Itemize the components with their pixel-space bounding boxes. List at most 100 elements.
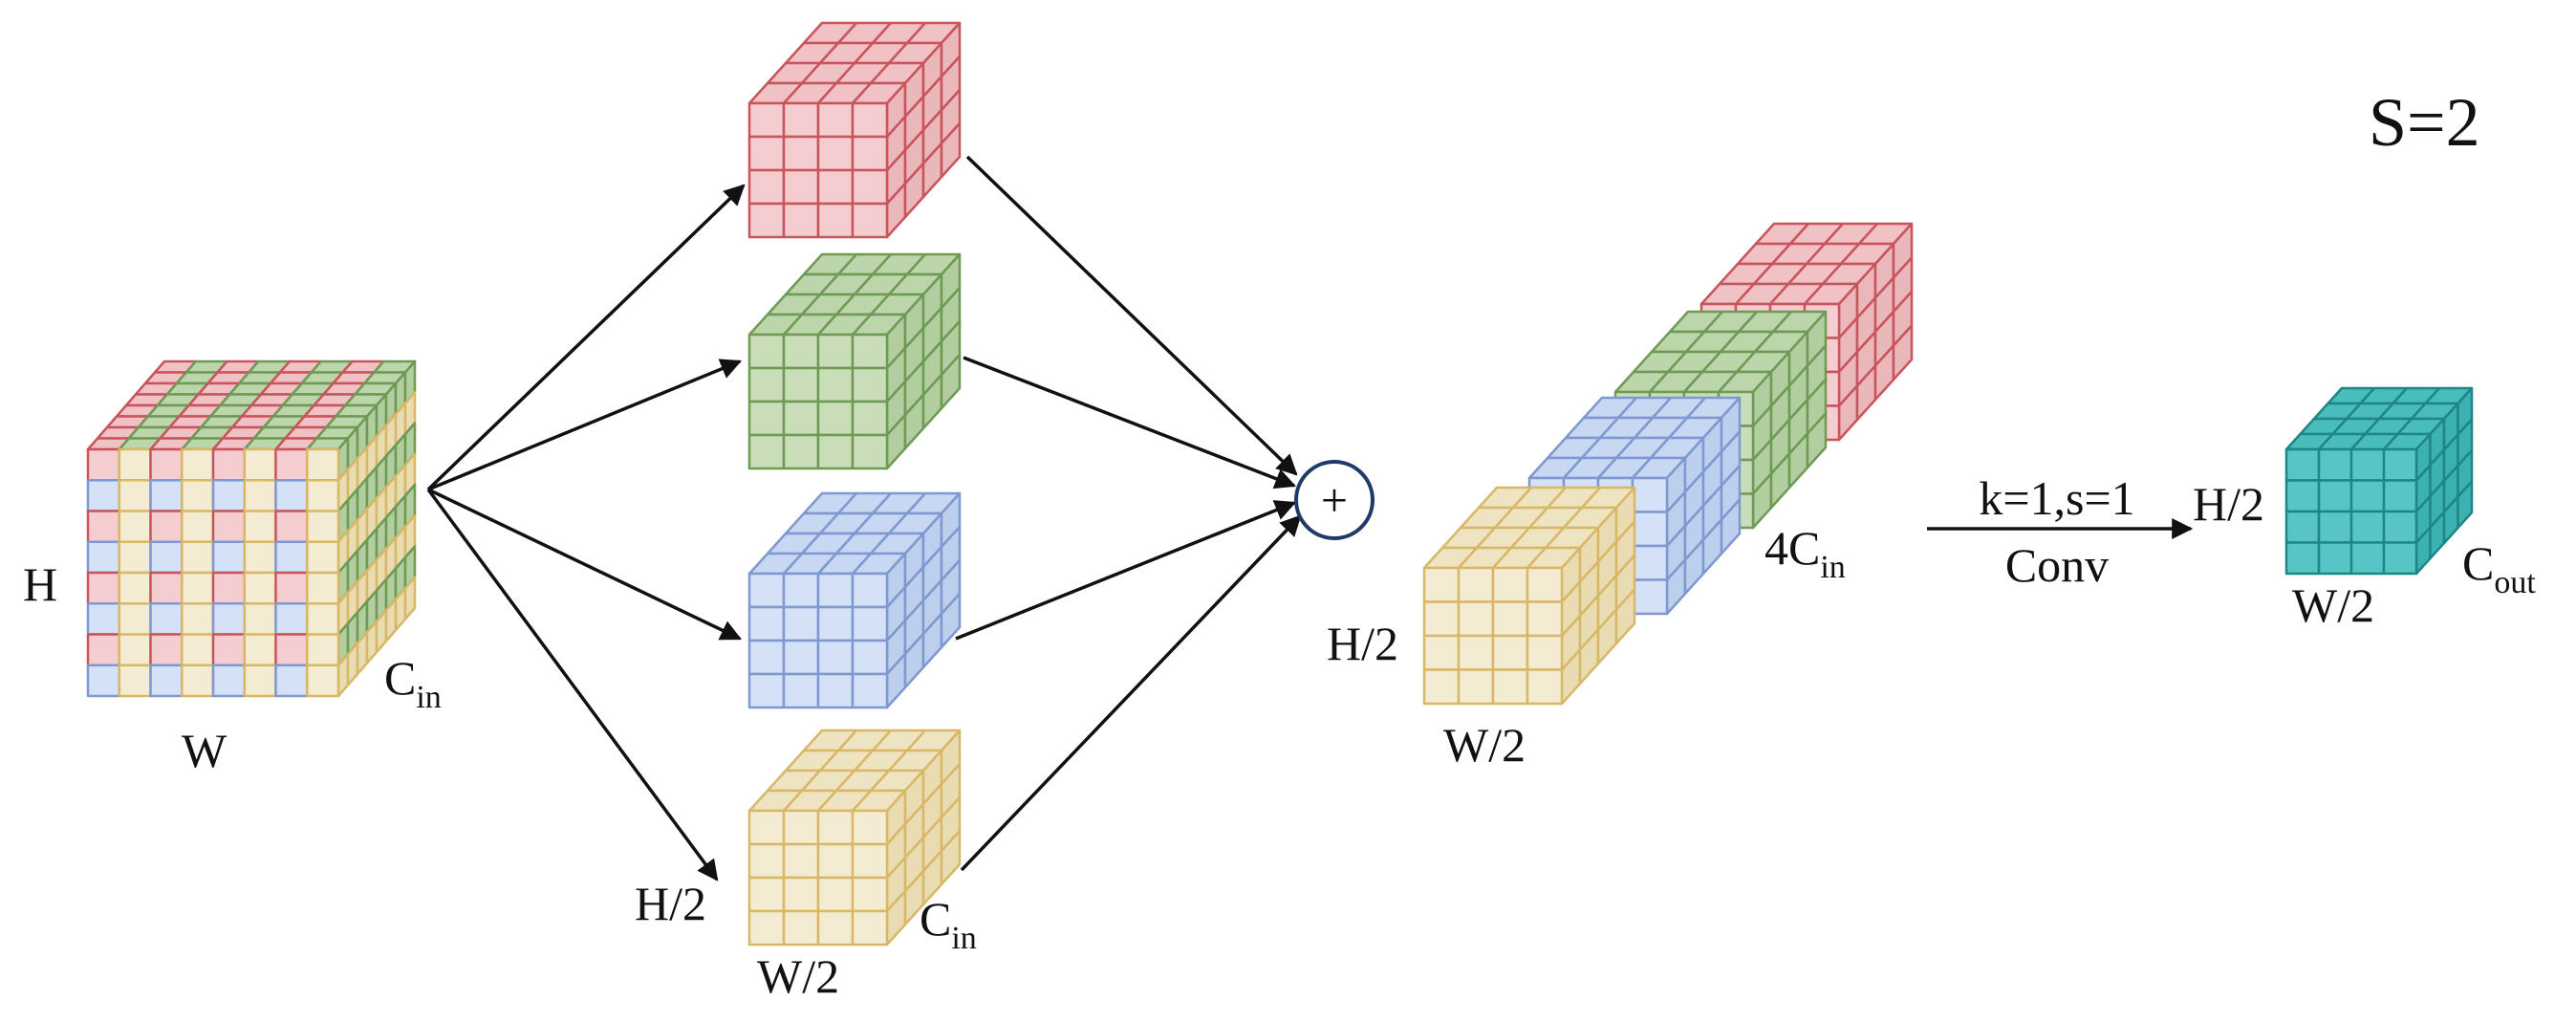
output-cube-front-cell xyxy=(2284,541,2321,576)
slice-cube-blue-front-cell xyxy=(816,672,855,709)
concat-circle xyxy=(1294,460,1375,540)
slice-cube-yellow-front-cell xyxy=(747,909,786,947)
input-cube-front-cell xyxy=(118,479,152,512)
slice-cube-blue-front-cell xyxy=(747,639,786,676)
slice-cube-yellow-front-cell xyxy=(851,809,889,846)
slice-cube-blue-front-cell xyxy=(782,605,820,642)
slice-cube-green-front-cell xyxy=(782,366,820,403)
input-cube-front-cell xyxy=(149,479,184,512)
slice-cube-red-front-cell xyxy=(782,168,820,206)
slice-cube-green-front-cell xyxy=(816,433,855,470)
concat-cube-blue-front-cell xyxy=(1631,511,1669,548)
concat-cube-yellow-front-cell xyxy=(1422,600,1461,638)
slice-cube-blue-front-cell xyxy=(851,605,889,642)
merge-arrow-blue xyxy=(955,500,1297,641)
slice-cube-red-front-cell xyxy=(747,202,786,239)
merge-arrow-yellow xyxy=(960,514,1302,872)
slice-cube-blue-front-cell xyxy=(816,605,855,642)
output-cube-front-cell xyxy=(2382,541,2418,576)
slice-cube-yellow-front-cell xyxy=(747,842,786,880)
input-cube-front-cell xyxy=(86,633,121,667)
input-cube-front-cell xyxy=(243,447,277,482)
input-cube-front-cell xyxy=(149,447,184,482)
concat-cube-yellow-front-cell xyxy=(1457,566,1495,603)
slice-cube-green-front-cell xyxy=(782,333,820,370)
slice-cube-green-front-cell xyxy=(747,400,786,437)
input-cube-labels: H W Cin xyxy=(23,557,442,777)
input-cube-front-cell xyxy=(306,540,340,575)
input-cube-front-cell xyxy=(86,664,121,698)
input-cube-front-cell xyxy=(274,664,309,698)
input-cube-front-cell xyxy=(243,540,277,575)
slice-cube-blue-front-cell xyxy=(782,572,820,609)
slice-cube-green-side-cell xyxy=(940,353,962,410)
concat-channel-label: 4Cin xyxy=(1764,521,1846,585)
slice-cube-red-front-cell xyxy=(747,168,786,206)
merge-arrow-red xyxy=(965,155,1298,476)
output-channel-main: C xyxy=(2462,536,2494,590)
concat-cube-yellow-front-cell xyxy=(1526,600,1564,638)
input-cube-front-cell xyxy=(243,510,277,544)
input-cube-front-cell xyxy=(211,664,247,698)
input-cube-side-cell xyxy=(403,576,417,620)
slice-cube-green-front-cell xyxy=(851,400,889,437)
merge-arrows xyxy=(955,155,1302,872)
slice-channel-sub: in xyxy=(951,921,976,956)
slice-cube-green-front-cell xyxy=(816,366,855,403)
slice-cube-yellow-front-cell xyxy=(816,876,855,913)
slice-cube-blue-front-cell xyxy=(851,572,889,609)
slice-cube-red-front-cell xyxy=(782,101,820,139)
input-cube-front-cell xyxy=(181,540,215,575)
concat-cube-yellow-front-cell xyxy=(1491,600,1529,638)
slice-cube-yellow-front-cell xyxy=(782,876,820,913)
input-cube-front-cell xyxy=(118,602,152,636)
input-width-label: W xyxy=(182,724,227,777)
slice-cube-red-front-cell xyxy=(816,168,855,206)
input-cube-front-cell xyxy=(86,510,121,544)
slice-cube-green-front-cell xyxy=(851,366,889,403)
slice-cube-red-front-cell xyxy=(782,135,820,172)
slice-cube-blue-side-cell xyxy=(940,592,962,649)
input-cube-front-cell xyxy=(118,510,152,544)
slice-cube-blue-front-cell xyxy=(747,605,786,642)
slice-cube-green-front-cell xyxy=(816,333,855,370)
output-cube-front-cell xyxy=(2382,510,2418,544)
slice-cube-blue-front-cell xyxy=(816,639,855,676)
input-cube-front-cell xyxy=(274,479,309,512)
output-cube-front-cell xyxy=(2382,447,2418,482)
slice-cube-red-front-cell xyxy=(816,135,855,172)
slice-cube-green xyxy=(747,252,962,470)
concat-symbol: + xyxy=(1321,473,1348,527)
slice-cube-green-front-cell xyxy=(782,433,820,470)
concat-cube-blue-front-cell xyxy=(1631,476,1669,513)
input-cube-front-cell xyxy=(243,664,277,698)
input-cube-front-cell xyxy=(274,540,309,575)
concat-cube-yellow-front-cell xyxy=(1457,668,1495,706)
slice-cube-yellow-front-cell xyxy=(816,842,855,880)
slice-cube-red-front-cell xyxy=(851,101,889,139)
input-cube-front-cell xyxy=(306,602,340,636)
concat-channel-main: 4C xyxy=(1764,521,1820,575)
slice-cube-yellow-front-cell xyxy=(816,909,855,947)
output-cube-front-cell xyxy=(2349,479,2386,513)
input-cube-front-cell xyxy=(149,571,184,605)
input-cube xyxy=(86,359,417,698)
output-cube-front-cell xyxy=(2284,447,2321,482)
slice-cube-red-front-cell xyxy=(851,135,889,172)
slice-cube-blue-front-cell xyxy=(816,572,855,609)
output-cube-front-cell xyxy=(2284,479,2321,513)
output-cube-front-cell xyxy=(2317,479,2353,513)
slice-channel-label: Cin xyxy=(920,892,977,956)
merge-arrow-green xyxy=(963,356,1297,490)
input-channel-sub: in xyxy=(416,680,441,715)
input-cube-front-cell xyxy=(243,571,277,605)
input-cube-front-cell xyxy=(118,633,152,667)
input-cube-front-cell xyxy=(274,447,309,482)
input-cube-front-cell xyxy=(306,633,340,667)
split-arrow-red xyxy=(426,184,746,491)
input-cube-front-cell xyxy=(86,447,121,482)
slice-cube-red xyxy=(747,21,962,239)
concat-cube-yellow-front-cell xyxy=(1491,668,1529,706)
input-cube-front-cell xyxy=(181,633,215,667)
input-cube-front-cell xyxy=(211,571,247,605)
